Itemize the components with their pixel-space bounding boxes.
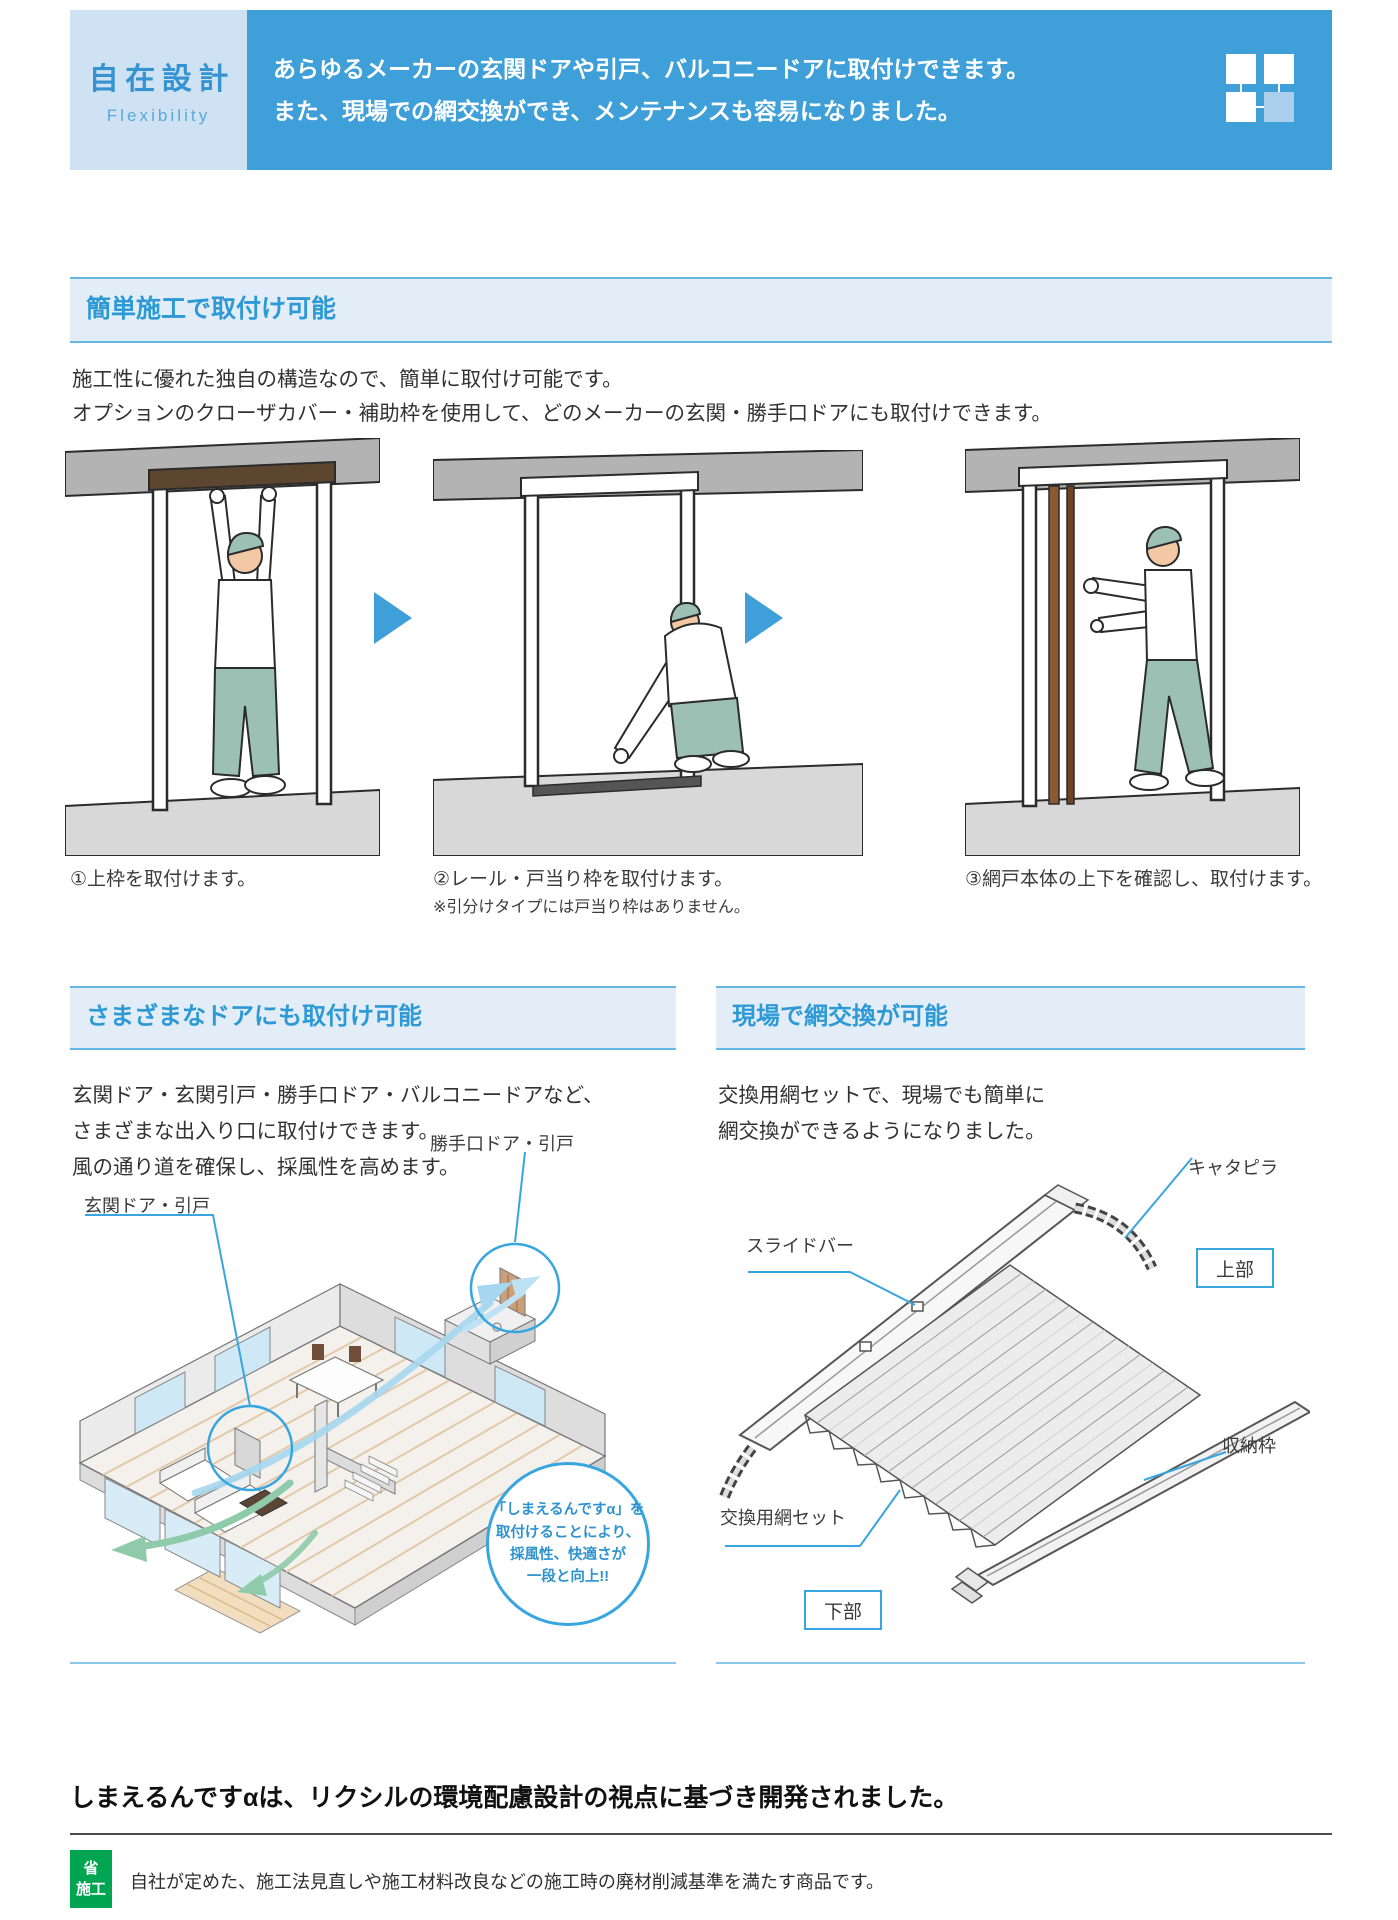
label-slide-bar: スライドバー (746, 1236, 854, 1256)
step-1-illustration (65, 438, 380, 856)
net-body-text: 交換用網セットで、現場でも簡単に 網交換ができるようになりました。 (718, 1078, 1046, 1150)
footer-heading: しまえるんですαは、リクシルの環境配慮設計の視点に基づき開発されました。 (70, 1784, 959, 1812)
entrance-leader-line (85, 1214, 251, 1407)
grid-connector (1256, 106, 1264, 108)
doors-body-line-2: さまざまな出入り口に取付けできます。 (72, 1120, 439, 1143)
doors-body-line-3: 風の通り道を確保し、採風性を高めます。 (72, 1156, 460, 1179)
label-entrance-door: 玄関ドア・引戸 (84, 1196, 210, 1216)
badge-line-2: 施工 (75, 1881, 106, 1898)
grid-squares-icon (1226, 54, 1294, 122)
storage-frame-bar (950, 1400, 1310, 1604)
callout-line-1: 「しまえるんですα」を (491, 1502, 645, 1519)
label-net-set: 交換用網セット (720, 1508, 846, 1528)
install-intro-line-2: オプションのクローザカバー・補助枠を使用して、どのメーカーの玄関・勝手口ドアにも… (72, 402, 1052, 425)
label-top-box: 上部 (1196, 1248, 1274, 1288)
step-3-illustration (965, 438, 1300, 856)
label-storage-frame: 収納枠 (1222, 1436, 1276, 1456)
worker-kneeling (613, 601, 750, 773)
grid-square (1264, 54, 1294, 84)
callout-line-2: 取付けることにより、 (495, 1524, 641, 1541)
header-message-line-1: あらゆるメーカーの玄関ドアや引戸、バルコニードアに取付けできます。 (273, 56, 1030, 82)
worker-reaching-up (209, 486, 286, 798)
diagram-leader-lines (725, 1157, 1227, 1547)
section-title-easy-install: 簡単施工で取付け可能 (70, 277, 1332, 343)
doors-body-line-1: 玄関ドア・玄関引戸・勝手口ドア・バルコニードアなど、 (72, 1084, 604, 1107)
staircase (344, 1455, 398, 1502)
eco-construction-badge: 省 施工 (70, 1850, 112, 1908)
label-bottom-box: 下部 (804, 1590, 882, 1630)
benefit-callout-circle: 「しまえるんですα」を 取付けることにより、 採風性、快適さが 一段と向上!! (486, 1462, 650, 1626)
grid-square (1226, 54, 1256, 84)
doors-body-text: 玄関ドア・玄関引戸・勝手口ドア・バルコニードアなど、 さまざまな出入り口に取付け… (72, 1078, 604, 1186)
step-2-caption: ②レール・戸当り枠を取付けます。 (433, 869, 734, 890)
header-message-line-2: また、現場での網交換ができ、メンテナンスも容易になりました。 (273, 98, 961, 124)
airflow-arrows (111, 1276, 541, 1596)
grid-square (1226, 92, 1256, 122)
feature-tag-subtitle: Flexibility (106, 106, 211, 125)
pleat-zigzag-edge (804, 1414, 996, 1548)
left-column-divider (70, 1662, 676, 1664)
step-2-illustration (433, 450, 863, 856)
caterpillar-chain (718, 1202, 1158, 1501)
label-caterpillar: キャタピラ (1188, 1158, 1278, 1178)
feature-tag-title: 自在設計 (88, 63, 235, 96)
section-title-various-doors: さまざまなドアにも取付け可能 (70, 986, 676, 1050)
step-arrow-icon (745, 592, 783, 644)
right-column-divider (716, 1662, 1305, 1664)
dining-table (288, 1344, 385, 1417)
step-arrow-icon (374, 592, 412, 644)
step-2-note: ※引分けタイプには戸当り枠はありません。 (433, 899, 750, 916)
worker-carrying-screen (1083, 525, 1225, 791)
header-message-panel: あらゆるメーカーの玄関ドアや引戸、バルコニードアに取付けできます。 また、現場で… (247, 10, 1332, 170)
badge-line-1: 省 (83, 1860, 99, 1877)
callout-line-3: 採風性、快適さが (510, 1547, 626, 1563)
install-intro-line-1: 施工性に優れた独自の構造なので、簡単に取付け可能です。 (72, 368, 623, 391)
grid-connector (1240, 84, 1242, 92)
label-kitchen-door: 勝手口ドア・引戸 (430, 1134, 574, 1154)
screen-parts-diagram (718, 1157, 1310, 1604)
grid-connector (1278, 84, 1280, 92)
install-intro-text: 施工性に優れた独自の構造なので、簡単に取付け可能です。 オプションのクローザカバ… (72, 363, 1052, 431)
step-3-caption: ③網戸本体の上下を確認し、取付けます。 (965, 869, 1323, 890)
header-feature-tag: 自在設計 Flexibility (70, 10, 247, 170)
kitchen-leader-line (514, 1151, 526, 1243)
step-1-caption: ①上枠を取付けます。 (70, 869, 257, 890)
section-title-net-replacement: 現場で網交換が可能 (716, 986, 1305, 1050)
kitchen-door-highlight-circle (469, 1242, 561, 1334)
net-body-line-2: 網交換ができるようになりました。 (718, 1120, 1046, 1143)
pleated-net (803, 1264, 1202, 1548)
footer-note: 自社が定めた、施工法見直しや施工材料改良などの施工時の廃材削減基準を満たす商品で… (130, 1872, 885, 1892)
callout-line-4: 一段と向上!! (526, 1569, 610, 1586)
net-body-line-1: 交換用網セットで、現場でも簡単に (718, 1084, 1046, 1107)
footer-rule (70, 1833, 1332, 1835)
grid-square-highlight (1264, 92, 1294, 122)
header-banner: 自在設計 Flexibility あらゆるメーカーの玄関ドアや引戸、バルコニード… (70, 10, 1332, 170)
